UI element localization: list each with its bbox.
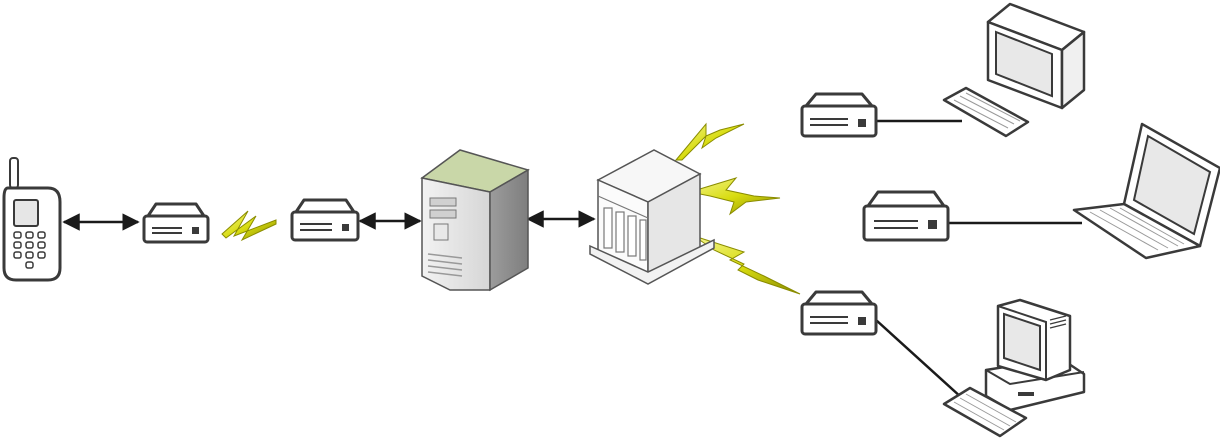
modem-icon (290, 198, 360, 242)
keyboard-icon (942, 386, 1028, 438)
modem-icon (800, 290, 878, 336)
modem-icon (862, 190, 950, 242)
mobile-phone-icon (2, 157, 62, 282)
building-icon (589, 149, 715, 285)
modem-icon (800, 92, 878, 138)
desktop-pc-icon (942, 298, 1086, 438)
laptop-icon (1072, 122, 1220, 260)
lightning-icon (674, 122, 745, 161)
keyboard-icon (942, 86, 1030, 138)
lightning-icon (221, 210, 277, 242)
wireless-links (221, 122, 801, 295)
monitor-keyboard-icon (942, 2, 1086, 138)
tower-server-icon (420, 149, 530, 292)
modem-icon (142, 202, 210, 244)
lightning-icon (693, 235, 801, 295)
lightning-icon (689, 177, 781, 216)
connectors (62, 119, 1082, 399)
link-modem-bottom-desktop (875, 319, 963, 399)
